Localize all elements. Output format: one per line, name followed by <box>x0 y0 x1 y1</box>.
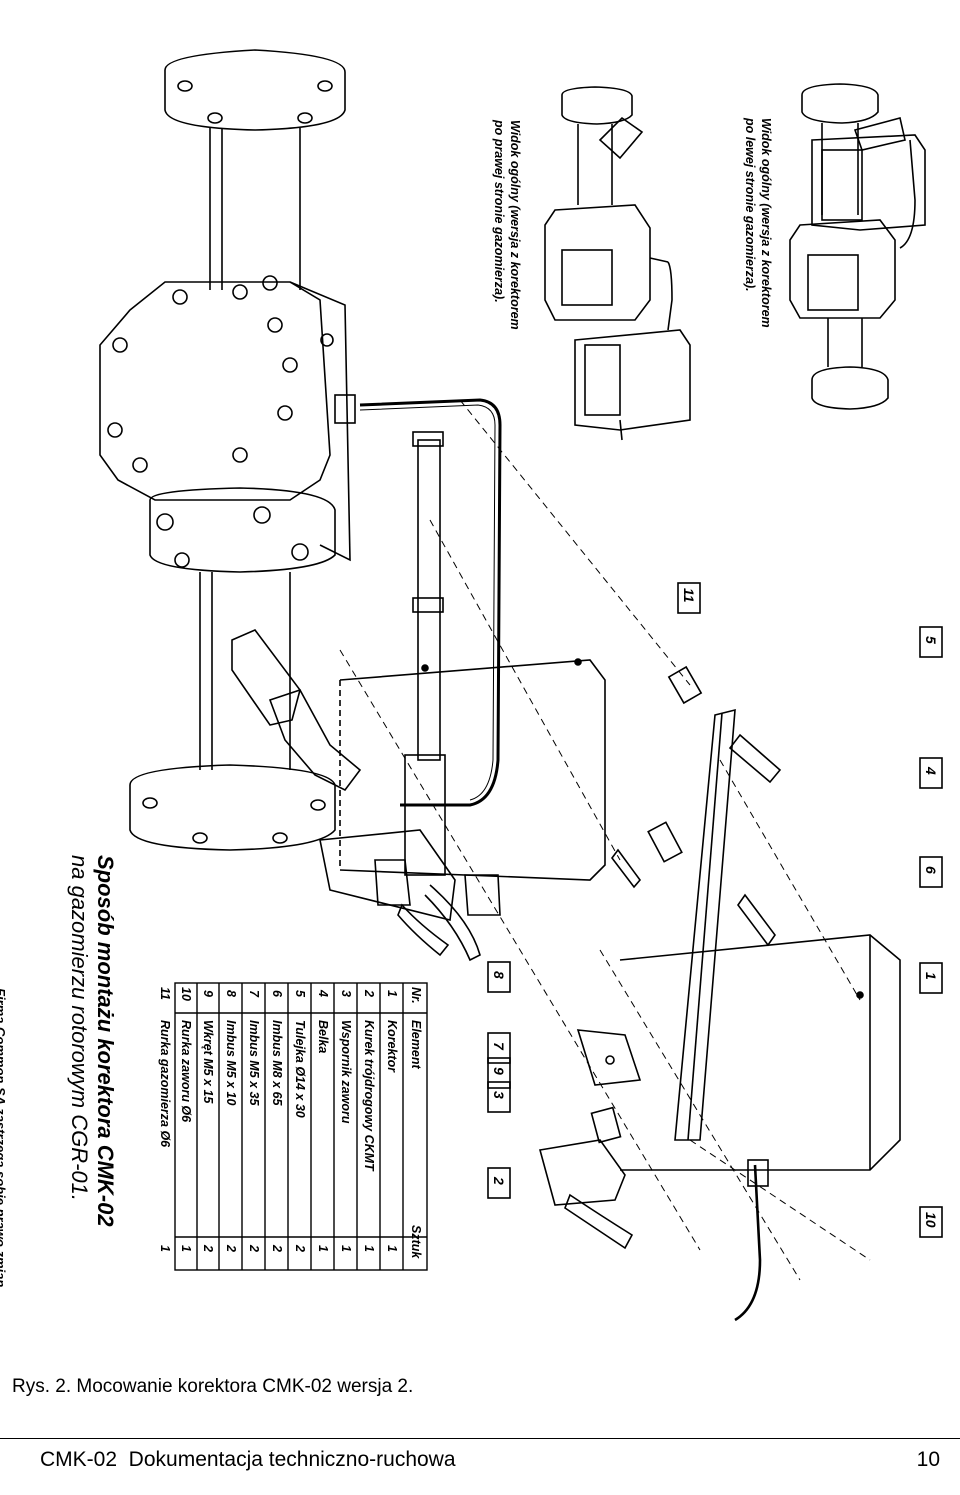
table-row-qty: 1 <box>158 1245 172 1252</box>
table-row-qty: 2 <box>247 1245 261 1252</box>
callout-boxes <box>487 582 943 1238</box>
parts-table-grid <box>174 982 428 1271</box>
table-row-qty: 2 <box>201 1245 215 1252</box>
table-row-nr: 11 <box>158 987 172 1000</box>
callout-4: 4 <box>923 767 939 775</box>
table-row-qty: 2 <box>270 1245 284 1252</box>
drawing-title-line1: Sposób montażu korektora CMK-02 <box>93 855 118 1227</box>
view-right-version <box>544 86 691 441</box>
view-left-version <box>789 83 926 410</box>
exploded-corrector <box>339 399 901 1322</box>
view-left-caption-line1: Widok ogólny (wersja z korektorem <box>759 118 773 328</box>
table-row-element: Imbus M5 x 35 <box>247 1020 261 1106</box>
view-right-caption-line1: Widok ogólny (wersja z korektorem <box>508 120 522 330</box>
table-row-element: Belka <box>316 1020 330 1054</box>
table-row-element: Wspornik zaworu <box>339 1020 353 1124</box>
callout-7: 7 <box>491 1042 507 1050</box>
table-row-qty: 1 <box>316 1245 330 1252</box>
corrector-plate-rear <box>339 658 606 881</box>
table-row-element: Kurek trójdrogowy CKMT <box>362 1020 376 1171</box>
table-row-element: Korektor <box>385 1020 399 1073</box>
valve-block-mounted <box>319 431 501 962</box>
callout-3: 3 <box>491 1091 507 1099</box>
callout-10: 10 <box>923 1212 939 1228</box>
table-row-nr: 6 <box>270 990 284 997</box>
table-row-qty: 1 <box>179 1245 193 1252</box>
table-row-element: Imbus M8 x 65 <box>270 1020 284 1106</box>
table-row-qty: 2 <box>224 1245 238 1252</box>
table-row-element: Rurka gazomierza Ø6 <box>158 1020 172 1148</box>
technical-drawing <box>99 49 943 1322</box>
gas-meter-main <box>99 49 362 851</box>
callout-9: 9 <box>491 1067 507 1075</box>
table-row-qty: 1 <box>385 1245 399 1252</box>
table-row-element: Tulejka Ø14 x 30 <box>293 1020 307 1118</box>
table-row-element: Rurka zaworu Ø6 <box>179 1020 193 1123</box>
table-row-nr: 10 <box>179 987 193 1001</box>
footer-divider <box>0 1438 960 1439</box>
callout-11: 11 <box>681 588 697 603</box>
table-header-sztuk: Sztuk <box>409 1225 423 1259</box>
callout-1: 1 <box>923 972 939 980</box>
table-row-element: Imbus M5 x 10 <box>224 1020 238 1106</box>
table-row-nr: 3 <box>339 990 353 997</box>
table-row-qty: 1 <box>362 1245 376 1252</box>
table-row-qty: 2 <box>293 1245 307 1252</box>
footer-doc-title: CMK-02 Dokumentacja techniczno-ruchowa <box>40 1448 456 1471</box>
disclaimer: Firma Common SA zastrzega sobie prawo zm… <box>0 988 8 1291</box>
callout-2: 2 <box>491 1177 507 1185</box>
figure-caption: Rys. 2. Mocowanie korektora CMK-02 wersj… <box>12 1376 414 1397</box>
table-row-nr: 7 <box>247 990 261 997</box>
table-header-element: Element <box>409 1020 423 1069</box>
page-number: 10 <box>916 1448 940 1471</box>
table-row-nr: 9 <box>201 990 215 997</box>
meter-tube <box>359 398 502 807</box>
view-left-caption-line2: po lewej stronie gazomierza). <box>743 118 757 292</box>
table-row-nr: 5 <box>293 990 307 997</box>
table-row-nr: 8 <box>224 990 238 997</box>
table-row-nr: 4 <box>316 990 330 997</box>
table-row-nr: 1 <box>385 990 399 997</box>
callout-8: 8 <box>491 971 507 979</box>
view-right-caption-line2: po prawej stronie gazomierza). <box>492 120 506 303</box>
table-row-element: Wkręt M5 x 15 <box>201 1020 215 1104</box>
drawing-title-line2: na gazomierzu rotorowym CGR-01. <box>67 855 92 1202</box>
table-row-nr: 2 <box>362 990 376 997</box>
table-row-qty: 1 <box>339 1245 353 1252</box>
callout-5: 5 <box>923 636 939 644</box>
table-header-nr: Nr. <box>409 987 423 1004</box>
callout-6: 6 <box>923 866 939 874</box>
